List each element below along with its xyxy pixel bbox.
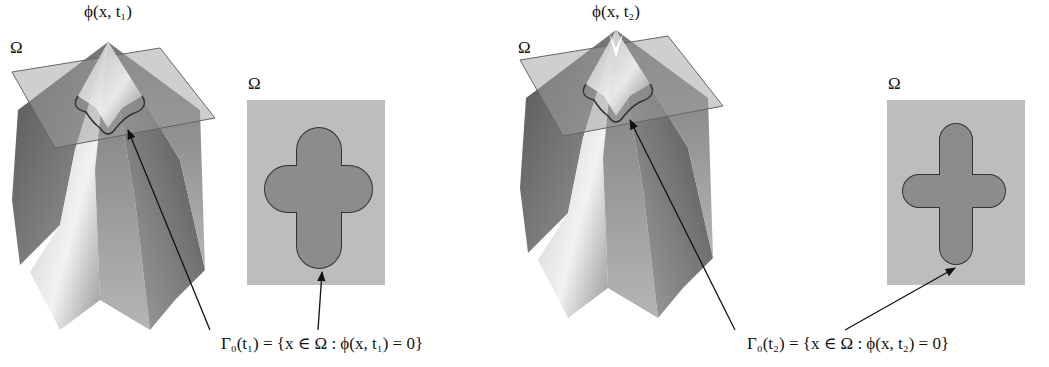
level-set-surface	[12, 42, 215, 330]
surface-label: ϕ(x, t₂)	[592, 2, 640, 22]
domain-square	[247, 100, 385, 285]
label-text: Γ₀(t₁) = {x ∈ Ω : ϕ(x, t₁) = 0}	[221, 334, 423, 353]
label-text: ϕ(x, t₂)	[592, 2, 640, 21]
level-set-surface	[520, 30, 723, 318]
label-text: Ω	[248, 74, 261, 93]
label-text: Ω	[888, 74, 901, 93]
zero-level-set-label: Γ₀(t₁) = {x ∈ Ω : ϕ(x, t₁) = 0}	[221, 334, 423, 354]
label-text: ϕ(x, t₁)	[84, 2, 132, 21]
domain-label: Ω	[888, 74, 901, 94]
domain-label: Ω	[518, 38, 531, 58]
domain-label: Ω	[248, 74, 261, 94]
surface-label: ϕ(x, t₁)	[84, 2, 132, 22]
zero-level-set-label: Γ₀(t₂) = {x ∈ Ω : ϕ(x, t₂) = 0}	[747, 334, 949, 354]
label-text: Γ₀(t₂) = {x ∈ Ω : ϕ(x, t₂) = 0}	[747, 334, 949, 353]
label-text: Ω	[10, 38, 23, 57]
leader-arrow	[128, 120, 955, 330]
domain-label: Ω	[10, 38, 23, 58]
domain-square	[887, 100, 1025, 285]
label-text: Ω	[518, 38, 531, 57]
